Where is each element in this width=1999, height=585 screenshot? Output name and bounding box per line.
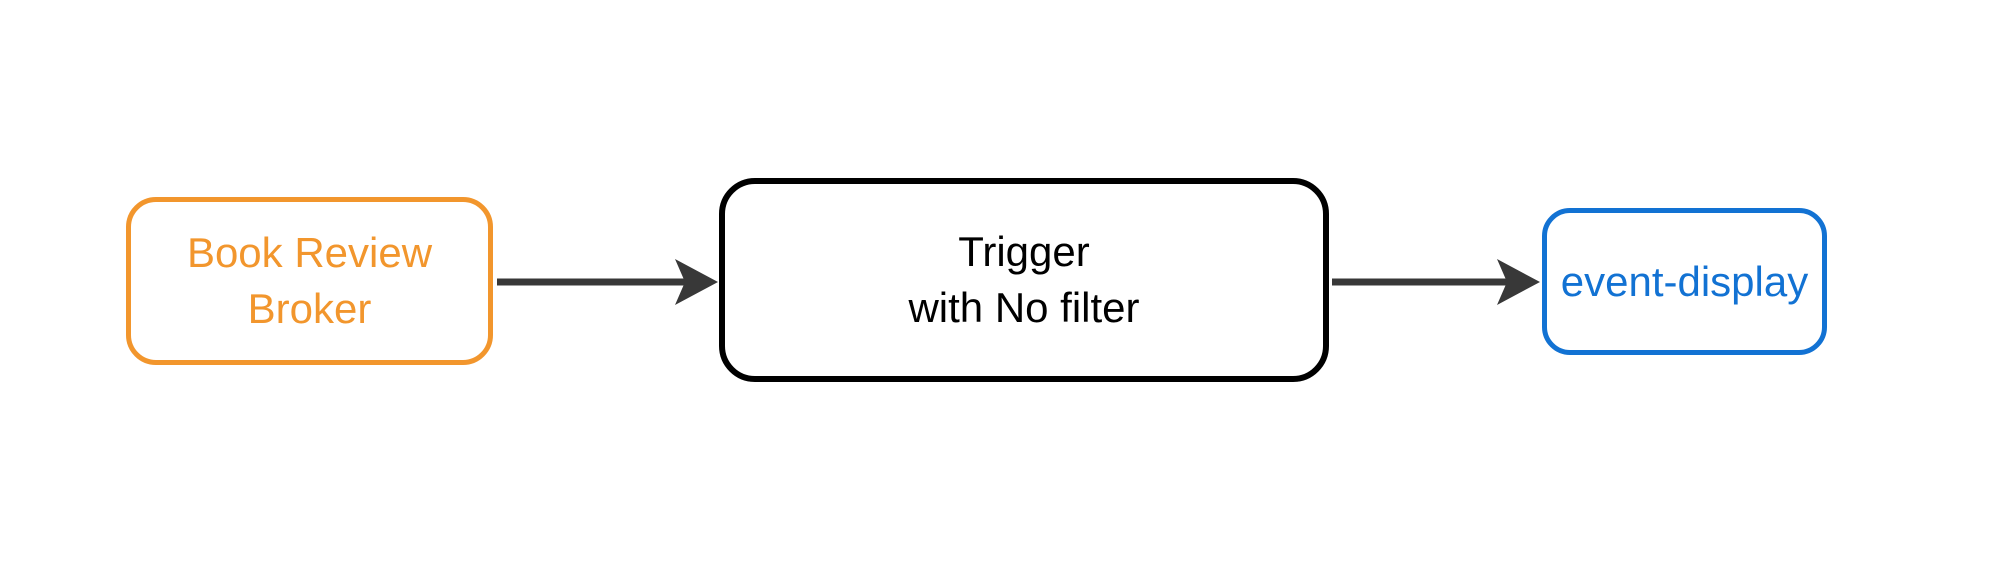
edge-broker-to-trigger xyxy=(497,259,718,305)
node-label-event-display: event-display xyxy=(1560,257,1809,305)
edge-trigger-to-event-display xyxy=(1332,259,1540,305)
node-trigger-with-no-filter: Trigger with No filter xyxy=(719,178,1329,382)
node-event-display: event-display xyxy=(1542,208,1827,355)
node-label-trigger-with-no-filter: Trigger with No filter xyxy=(908,228,1140,331)
arrowhead-icon xyxy=(675,259,718,305)
node-book-review-broker: Book Review Broker xyxy=(126,197,493,365)
node-label-book-review-broker: Book Review Broker xyxy=(186,229,433,332)
arrowhead-icon xyxy=(1497,259,1540,305)
